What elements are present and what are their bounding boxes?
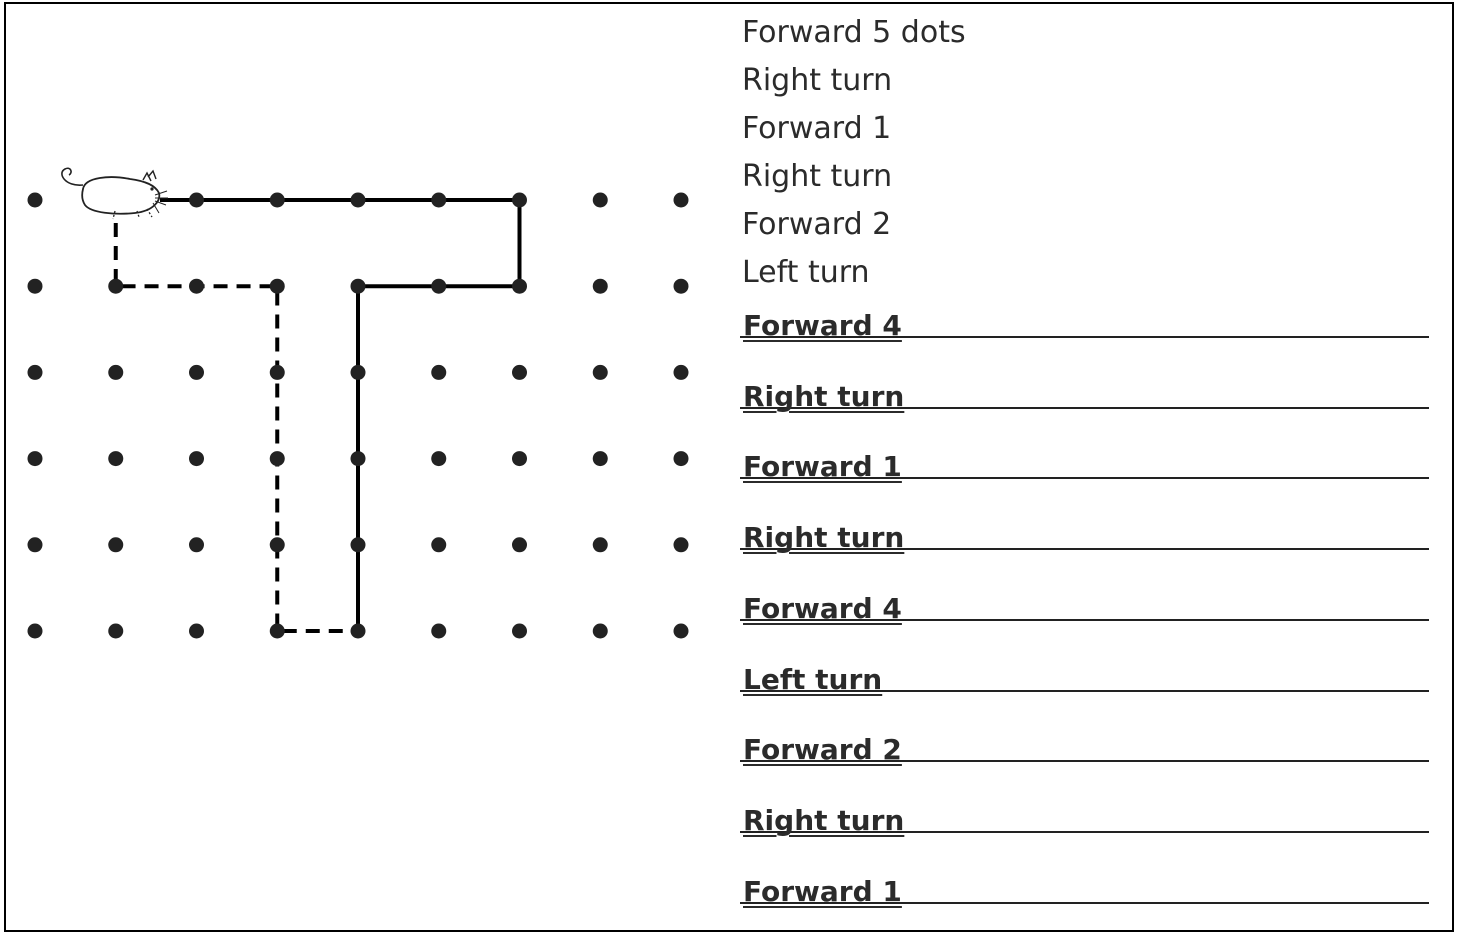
grid-dot — [431, 624, 446, 639]
grid-dot — [674, 279, 689, 294]
grid-dot — [593, 193, 608, 208]
grid-dot — [28, 365, 43, 380]
grid-dot — [351, 537, 366, 552]
grid-dot — [674, 537, 689, 552]
grid-dot — [512, 624, 527, 639]
grid-dot — [351, 193, 366, 208]
grid-dot — [108, 537, 123, 552]
grid-dot — [189, 624, 204, 639]
grid-dot — [593, 537, 608, 552]
grid-dot — [28, 193, 43, 208]
instruction-line: Forward 2 — [742, 210, 891, 240]
grid-dot — [108, 624, 123, 639]
grid-dot — [431, 279, 446, 294]
grid-dot — [270, 451, 285, 466]
answer-text: Forward 2 — [743, 733, 902, 766]
answer-text: Right turn — [743, 804, 904, 837]
grid-dot — [512, 365, 527, 380]
grid-dot — [674, 193, 689, 208]
instruction-line: Left turn — [742, 258, 870, 288]
grid-dot — [351, 365, 366, 380]
grid-dot — [28, 537, 43, 552]
grid-dot — [512, 537, 527, 552]
grid-dot — [674, 624, 689, 639]
answer-line[interactable]: Right turn — [740, 508, 1429, 550]
answer-text: Forward 4 — [743, 309, 902, 342]
grid-dot — [431, 451, 446, 466]
grid-dot — [270, 193, 285, 208]
instruction-line: Forward 1 — [742, 114, 891, 144]
grid-dot — [28, 624, 43, 639]
grid-dot — [189, 193, 204, 208]
grid-dot — [593, 279, 608, 294]
answer-line[interactable]: Forward 4 — [740, 296, 1429, 338]
mouse-icon — [62, 168, 168, 219]
grid-dot — [593, 365, 608, 380]
grid-dot — [431, 537, 446, 552]
answer-text: Forward 1 — [743, 875, 902, 908]
grid-dot — [512, 279, 527, 294]
grid-dot — [593, 624, 608, 639]
route-paths — [116, 200, 520, 631]
answer-line[interactable]: Forward 4 — [740, 579, 1429, 621]
answer-text: Right turn — [743, 521, 904, 554]
grid-dot — [351, 451, 366, 466]
grid-dot — [512, 451, 527, 466]
answer-line[interactable]: Left turn — [740, 650, 1429, 692]
grid-dot — [431, 193, 446, 208]
grid-dot — [108, 451, 123, 466]
grid-dot — [431, 365, 446, 380]
answer-route-line — [116, 200, 358, 631]
instruction-line: Forward 5 dots — [742, 18, 966, 48]
grid-dot — [270, 279, 285, 294]
answer-line[interactable]: Forward 1 — [740, 862, 1429, 904]
answer-line[interactable]: Right turn — [740, 791, 1429, 833]
grid-dot — [351, 624, 366, 639]
answer-text: Right turn — [743, 380, 904, 413]
grid-dot — [189, 537, 204, 552]
grid-dot — [674, 451, 689, 466]
worksheet: Forward 5 dots Right turn Forward 1 Righ… — [0, 0, 1461, 909]
grid-dot — [270, 537, 285, 552]
instruction-line: Right turn — [742, 162, 892, 192]
grid-dot — [270, 365, 285, 380]
instruction-line: Right turn — [742, 66, 892, 96]
grid-dot — [108, 279, 123, 294]
grid-dot — [270, 624, 285, 639]
grid-dot — [351, 279, 366, 294]
answer-text: Forward 1 — [743, 450, 902, 483]
grid-dot — [28, 279, 43, 294]
answer-line[interactable]: Forward 2 — [740, 720, 1429, 762]
grid-dot — [189, 451, 204, 466]
dot-grid — [0, 0, 720, 909]
grid-dot — [512, 193, 527, 208]
grid-dot — [189, 279, 204, 294]
grid-dot — [593, 451, 608, 466]
grid-dot — [674, 365, 689, 380]
grid-dot — [108, 365, 123, 380]
grid-dot — [189, 365, 204, 380]
answer-text: Left turn — [743, 663, 882, 696]
answer-line[interactable]: Right turn — [740, 367, 1429, 409]
answer-text: Forward 4 — [743, 592, 902, 625]
answer-line[interactable]: Forward 1 — [740, 437, 1429, 479]
grid-dot — [28, 451, 43, 466]
